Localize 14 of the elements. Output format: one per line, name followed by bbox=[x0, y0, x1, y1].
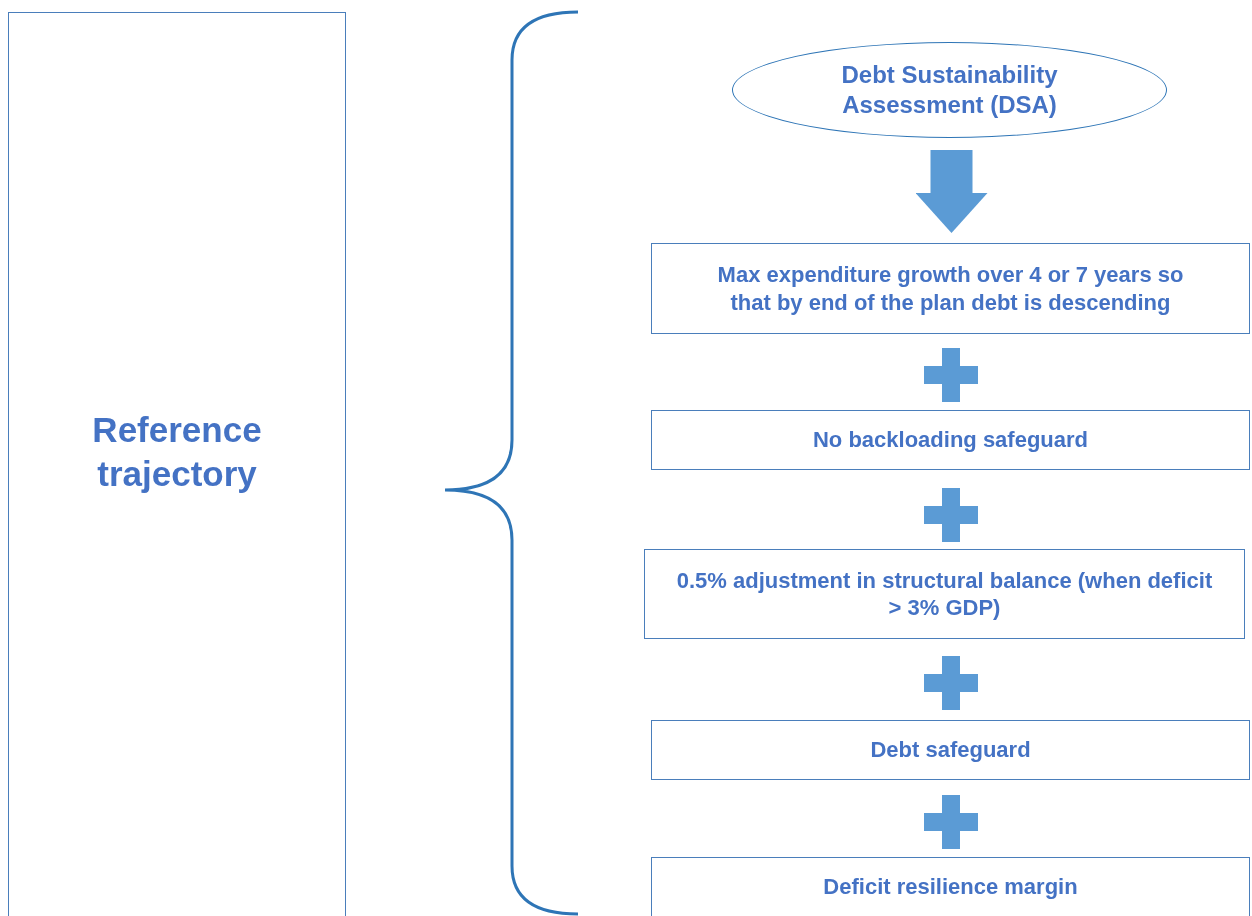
node-label: Debt Sustainability Assessment (DSA) bbox=[840, 60, 1059, 120]
node-label: Debt safeguard bbox=[870, 736, 1031, 764]
process-box bbox=[644, 549, 1245, 639]
node-label: Max expenditure growth over 4 or 7 years so that by end of the plan debt is descending bbox=[716, 261, 1185, 316]
block-arrow bbox=[915, 150, 988, 233]
side-panel bbox=[8, 12, 346, 916]
process-box bbox=[651, 857, 1250, 916]
node-label: Reference trajectory bbox=[91, 409, 263, 495]
node-label: No backloading safeguard bbox=[812, 426, 1089, 454]
process-box bbox=[651, 410, 1250, 470]
node-label: 0.5% adjustment in structural balance (when deficit > 3% GDP) bbox=[675, 566, 1214, 622]
node-label: Deficit resilience margin bbox=[823, 873, 1078, 901]
process-box bbox=[651, 243, 1250, 334]
process-box bbox=[651, 720, 1250, 780]
